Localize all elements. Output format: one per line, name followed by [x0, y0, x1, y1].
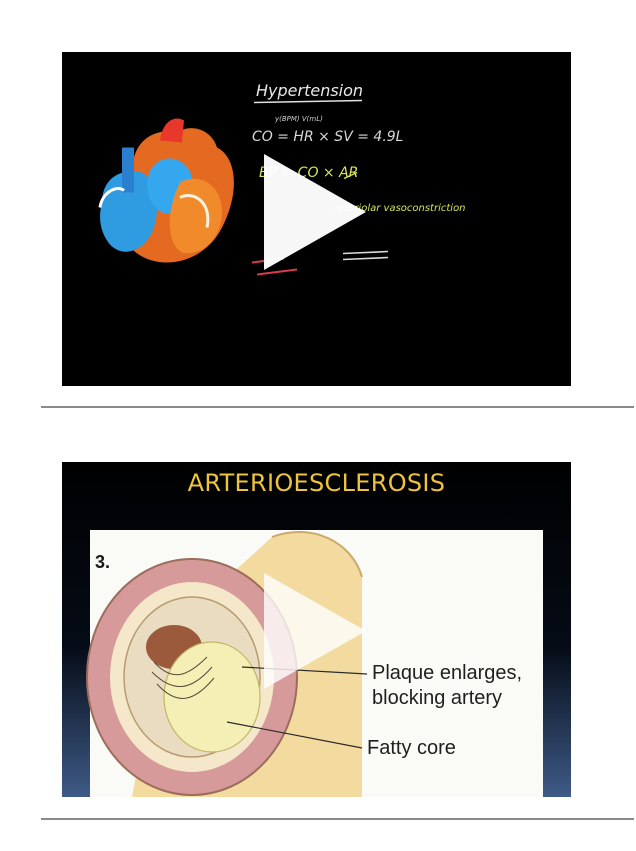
- chalk-equation-1: CO = HR × SV = 4.9L: [252, 129, 403, 145]
- callout-label: blocking artery: [372, 686, 502, 711]
- chalk-subscript: y(BPM) V(mL): [275, 115, 323, 123]
- play-icon[interactable]: [264, 154, 366, 270]
- video-thumbnail-hypertension[interactable]: Hypertension y(BPM) V(mL) CO = HR × SV =…: [62, 52, 571, 386]
- divider: [41, 406, 634, 408]
- callout-label: Plaque enlarges,: [372, 661, 522, 686]
- chalk-title: Hypertension: [256, 81, 363, 100]
- divider: [41, 818, 634, 820]
- play-icon[interactable]: [264, 573, 366, 689]
- figure-number: 3.: [95, 552, 110, 573]
- callout-label: Fatty core: [367, 736, 456, 761]
- video-thumbnail-arterioesclerosis[interactable]: ARTERIOESCLEROSIS 3. Plaque enlarges, bl…: [62, 462, 571, 797]
